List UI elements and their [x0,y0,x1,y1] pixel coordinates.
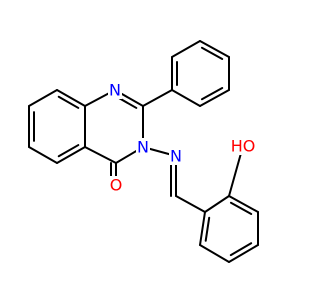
bond-ar4-ar5-inner [229,242,253,257]
atom-bg-n-ring-top [108,81,122,99]
atom-oh: HO [231,137,256,156]
bond-ph3-ph4-inner [200,46,224,60]
atom-bg-o-carbonyl [108,176,124,194]
bond-layer [28,40,259,263]
bond-c5-c6 [28,146,58,164]
bond-ar4-ar5 [228,244,259,263]
bond-ar2-ar3 [228,195,259,213]
atom-o-carbonyl: O [110,176,123,195]
bond-ph2-ph3 [171,40,201,58]
atom-n-ring-sub: N [137,138,149,157]
atom-label-layer: N N N O HO [108,81,257,195]
bond-c4a-c5 [56,146,86,164]
bond-ar5-ar6 [199,244,230,263]
bond-c7-c8 [28,89,58,107]
bond-ar6-ar1 [199,211,206,246]
atom-bg-oh [229,137,257,155]
bond-c8-c8a [56,89,86,107]
bond-c4-c4a [84,146,117,164]
bond-c10-ar1 [175,195,206,213]
atom-n-imine: N [170,147,182,166]
bond-ar6-ar1-inner [204,216,211,242]
bond-ar2-ar3-inner [229,201,253,215]
bond-c2-ph1 [142,89,173,107]
bond-ph3-ph4 [199,40,230,58]
atom-n-ring-top: N [109,81,121,100]
bond-c4a-c5-inner [57,144,80,158]
bond-ar1-ar2 [204,195,230,213]
bond-ph5-ph6-inner [200,87,224,101]
molecule-structure-diagram: N N N O HO [28,40,259,263]
bond-ph6-ph1 [171,89,201,107]
bond-c8-c8a-inner [57,95,80,109]
atom-bg-n-imine [169,147,183,165]
bond-ph5-ph6 [199,89,230,107]
atom-bg-n-ring-sub [136,138,150,156]
